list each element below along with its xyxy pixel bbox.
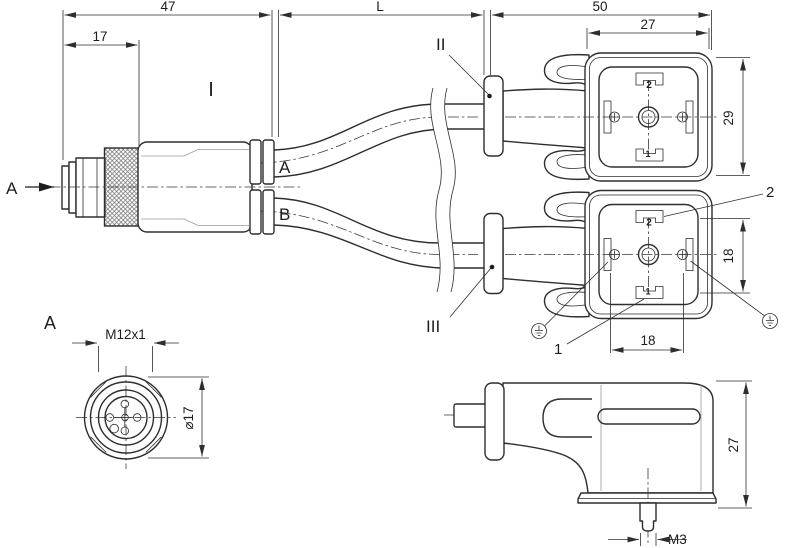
detail-II-callout: II	[436, 35, 492, 99]
m12-tip-ring	[68, 161, 77, 214]
side-skirt	[577, 492, 717, 504]
side-oval-slot	[597, 408, 701, 425]
dim-m3-label: M3	[668, 532, 687, 547]
dim-27-side-label: 27	[726, 437, 741, 452]
item-I-label: I	[208, 79, 214, 101]
side-latch-bump	[542, 398, 592, 438]
dimension-29: 29	[721, 59, 746, 174]
leader-terminal-1: 1	[554, 298, 645, 358]
molded-number-1: 1	[645, 149, 650, 159]
detail-III-callout: III	[426, 264, 495, 336]
centerline-branch-b	[259, 210, 478, 255]
m12-nut-chamfers	[90, 381, 162, 453]
m12-pins	[105, 399, 142, 435]
dimension-27-top: 27	[588, 17, 708, 36]
dimension-18-vertical: 18	[700, 218, 750, 294]
m12-tip-face	[61, 165, 70, 210]
centerline-branch-a	[259, 116, 478, 164]
dim-27-top-label: 27	[640, 17, 655, 32]
dim-18-horizontal-label: 18	[640, 333, 655, 348]
dimension-extension-lines	[62, 10, 750, 176]
dim-50-label: 50	[592, 0, 607, 14]
connector-boot	[502, 88, 589, 149]
detail-II-label: II	[436, 35, 445, 54]
dim-L-label: L	[376, 0, 384, 14]
dimension-47: 47	[64, 0, 271, 18]
terminal-slot-bottom	[635, 148, 664, 162]
dim-17-label: 17	[92, 29, 107, 44]
dim-m12x1-label: M12x1	[105, 327, 146, 342]
terminal-slot-top	[635, 72, 664, 86]
dim-29-label: 29	[721, 110, 736, 125]
dimension-m3: M3	[608, 532, 687, 547]
view-a-title: A	[44, 313, 56, 333]
side-body	[502, 382, 714, 494]
ground-symbol-left	[531, 261, 609, 339]
cable-branch-a	[273, 103, 487, 178]
terminal-2-label: 2	[766, 184, 774, 201]
leader-terminal-2: 2	[663, 184, 774, 217]
valve-connector-side-view: 27 M3	[444, 380, 752, 547]
clip-ear-top	[543, 53, 590, 88]
branch-b-label: B	[279, 205, 290, 224]
cable-branch-b	[273, 197, 487, 269]
dimension-50: 50	[492, 0, 710, 18]
dim-dia17-label: ⌀17	[181, 406, 196, 429]
dim-18-vertical-label: 18	[721, 248, 736, 263]
dimension-m12x1: M12x1	[72, 327, 179, 372]
ground-symbol-right	[690, 260, 778, 329]
view-a-m12-face: A M12x1 ⌀17	[44, 313, 209, 469]
dimension-dia17: ⌀17	[148, 376, 209, 459]
dimension-L: L	[280, 0, 483, 18]
branch-a-label: A	[279, 158, 291, 177]
cable-break-lines	[430, 87, 456, 293]
detail-III-label: III	[426, 317, 440, 336]
m12-collar-rings	[249, 139, 275, 235]
m12-thread-barrel	[75, 157, 106, 218]
clip-ear-bottom	[543, 146, 590, 181]
side-flange	[484, 382, 505, 461]
dimension-17: 17	[64, 29, 138, 48]
view-direction-arrow: A	[6, 179, 54, 198]
dimension-18-horizontal: 18	[610, 273, 684, 353]
dim-47-label: 47	[160, 0, 175, 14]
view-direction-label: A	[6, 179, 18, 198]
strain-relief-flange	[483, 75, 504, 157]
m12-face-outer	[83, 375, 169, 460]
side-cable	[453, 403, 488, 428]
dimension-27-side: 27	[716, 380, 752, 509]
molded-number-2: 2	[646, 80, 652, 91]
terminal-1-label: 1	[554, 341, 562, 358]
m3-stud	[639, 502, 657, 532]
